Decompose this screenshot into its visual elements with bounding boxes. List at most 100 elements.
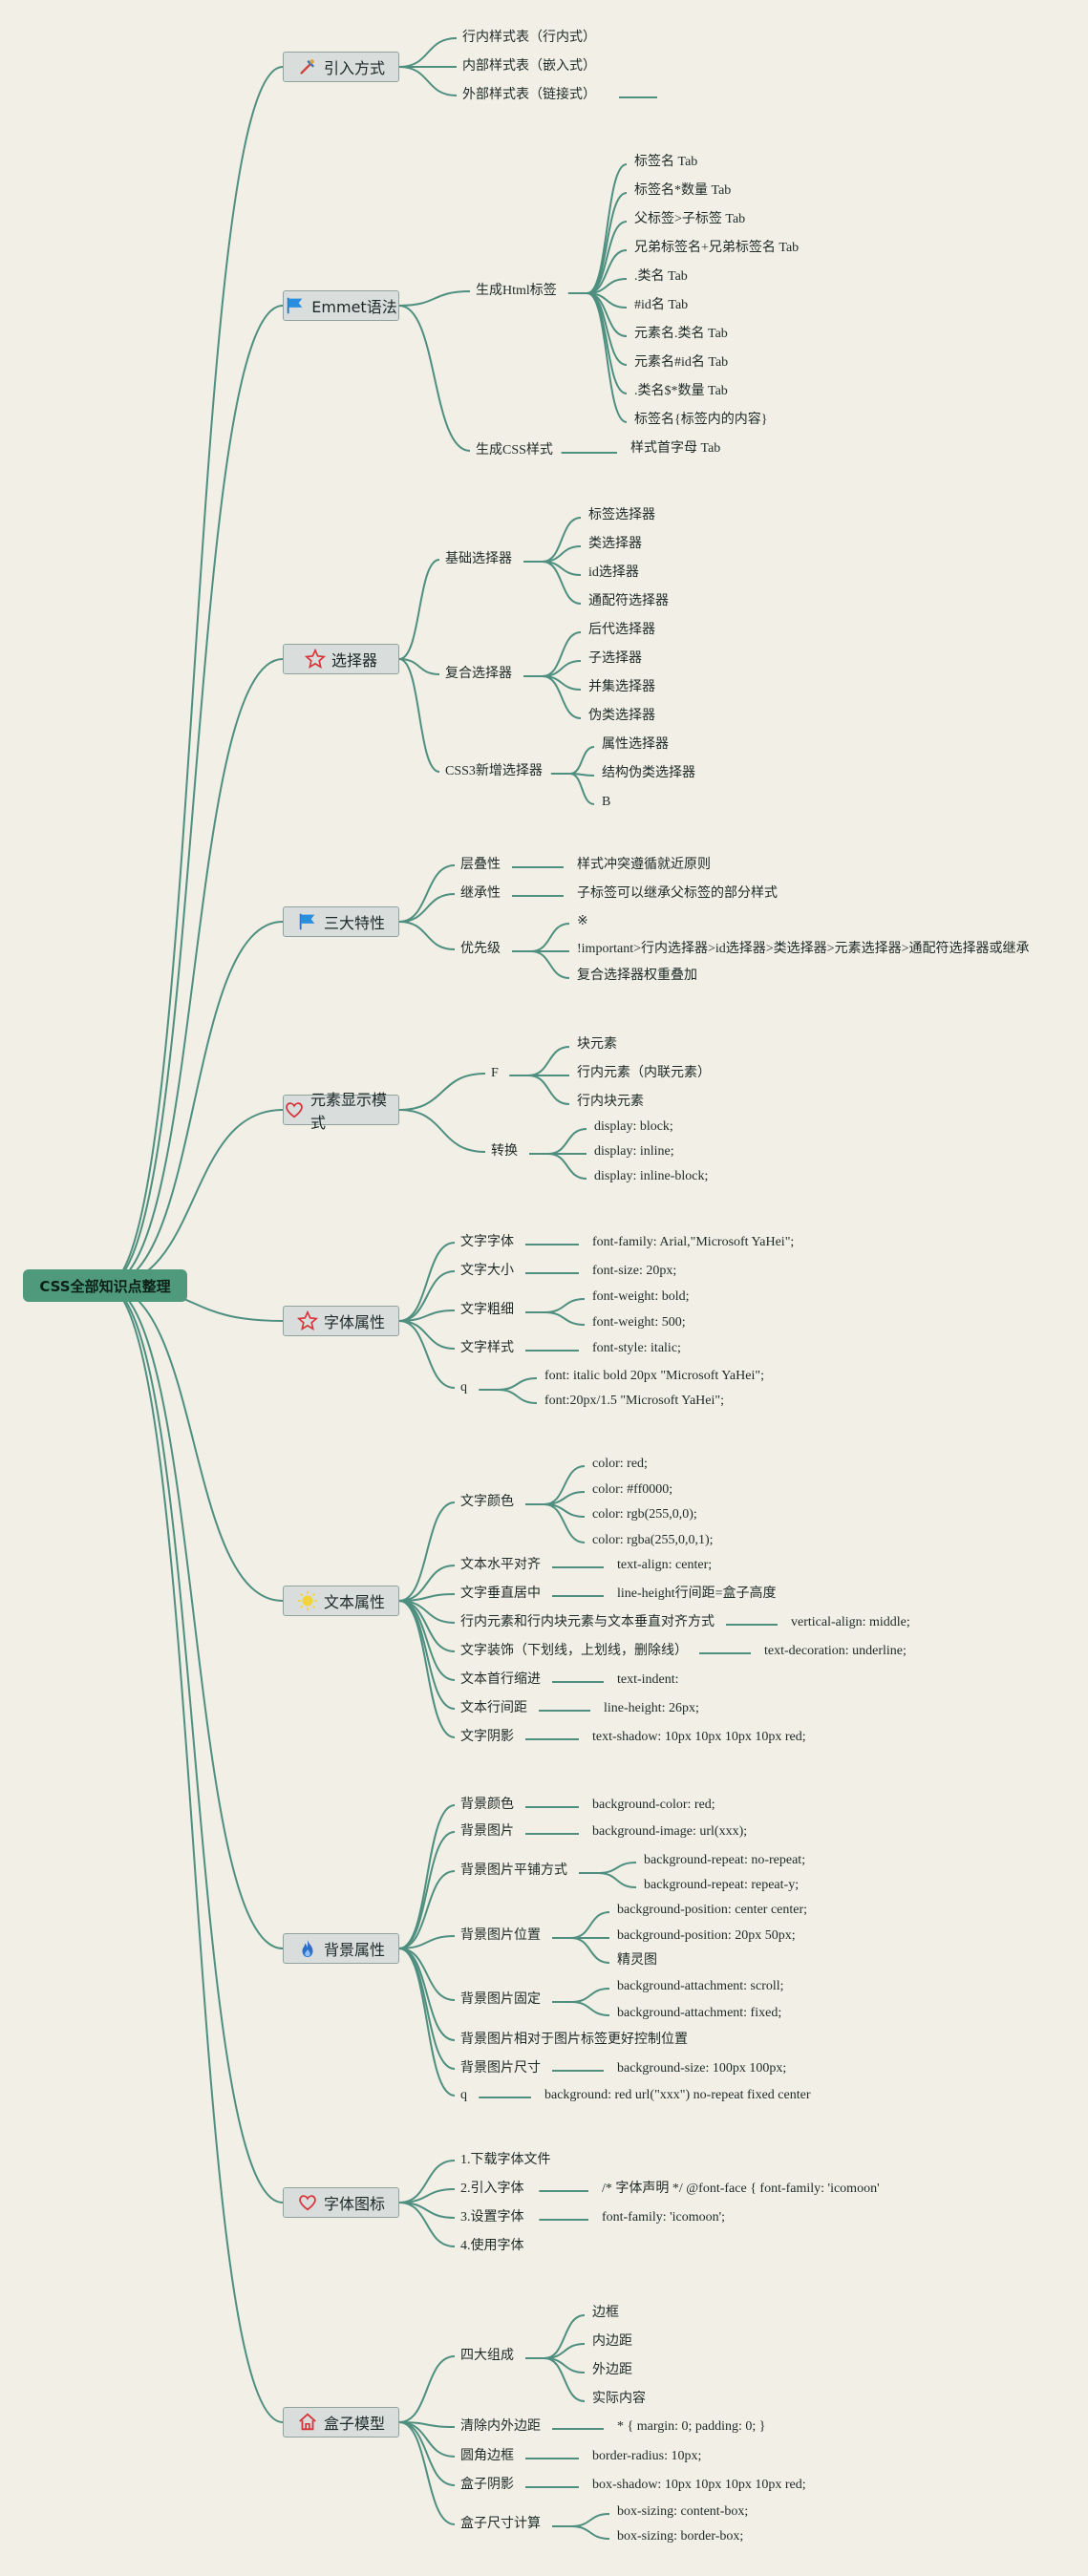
topic-node[interactable]: 文本属性	[283, 1586, 399, 1616]
subtopic-node[interactable]: 1.下载字体文件	[460, 2153, 551, 2167]
leaf-node[interactable]: 实际内容	[592, 2392, 646, 2406]
leaf-node[interactable]: 子选择器	[588, 651, 642, 666]
subtopic-node[interactable]: 转换	[491, 1144, 518, 1159]
leaf-node[interactable]: 标签名 Tab	[634, 155, 698, 169]
leaf-node[interactable]: font-weight: 500;	[592, 1315, 686, 1330]
leaf-node[interactable]: ※	[577, 914, 588, 928]
leaf-node[interactable]: 复合选择器权重叠加	[577, 969, 697, 983]
leaf-node[interactable]: 行内块元素	[577, 1095, 644, 1109]
leaf-node[interactable]: 内部样式表（嵌入式）	[462, 59, 596, 74]
leaf-node[interactable]: 标签选择器	[588, 508, 655, 522]
leaf-node[interactable]: font-style: italic;	[592, 1341, 681, 1355]
leaf-node[interactable]: 行内样式表（行内式）	[462, 31, 596, 45]
leaf-node[interactable]: 元素名#id名 Tab	[634, 355, 729, 370]
subtopic-node[interactable]: 生成CSS样式	[476, 443, 553, 458]
leaf-node[interactable]: 兄弟标签名+兄弟标签名 Tab	[634, 241, 800, 255]
subtopic-node[interactable]: F	[491, 1066, 499, 1080]
leaf-node[interactable]: color: red;	[592, 1457, 648, 1471]
leaf-node[interactable]: display: inline-block;	[594, 1169, 709, 1183]
leaf-node[interactable]: .类名 Tab	[634, 269, 688, 284]
leaf-node[interactable]: line-height行间距=盒子高度	[617, 1586, 777, 1601]
subtopic-node[interactable]: 优先级	[460, 942, 501, 956]
leaf-node[interactable]: text-align: center;	[617, 1558, 713, 1572]
leaf-node[interactable]: 样式冲突遵循就近原则	[577, 858, 711, 872]
leaf-node[interactable]: box-sizing: border-box;	[617, 2529, 744, 2544]
subtopic-node[interactable]: 盒子阴影	[460, 2478, 514, 2492]
subtopic-node[interactable]: 文字装饰（下划线，上划线，删除线）	[460, 1644, 688, 1658]
subtopic-node[interactable]: 背景颜色	[460, 1798, 514, 1812]
leaf-node[interactable]: 精灵图	[617, 1953, 657, 1968]
leaf-node[interactable]: box-sizing: content-box;	[617, 2504, 749, 2519]
subtopic-node[interactable]: 4.使用字体	[460, 2239, 524, 2253]
leaf-node[interactable]: 内边距	[592, 2334, 632, 2349]
subtopic-node[interactable]: 清除内外边距	[460, 2419, 541, 2434]
leaf-node[interactable]: 边框	[592, 2306, 619, 2320]
leaf-node[interactable]: background-image: url(xxx);	[592, 1824, 748, 1839]
leaf-node[interactable]: font-weight: bold;	[592, 1289, 690, 1304]
subtopic-node[interactable]: 文本行间距	[460, 1701, 527, 1715]
leaf-node[interactable]: 元素名.类名 Tab	[634, 327, 728, 341]
subtopic-node[interactable]: 文字样式	[460, 1341, 514, 1355]
leaf-node[interactable]: background: red url("xxx") no-repeat fix…	[544, 2088, 811, 2102]
leaf-node[interactable]: 行内元素（内联元素）	[577, 1066, 711, 1080]
subtopic-node[interactable]: 复合选择器	[445, 667, 512, 681]
subtopic-node[interactable]: 背景图片相对于图片标签更好控制位置	[460, 2033, 688, 2047]
subtopic-node[interactable]: 文本首行缩进	[460, 1672, 541, 1687]
leaf-node[interactable]: 子标签可以继承父标签的部分样式	[577, 886, 778, 901]
leaf-node[interactable]: 类选择器	[588, 537, 642, 551]
subtopic-node[interactable]: 文字阴影	[460, 1730, 514, 1744]
topic-node[interactable]: 字体属性	[283, 1306, 399, 1336]
leaf-node[interactable]: font-family: Arial,"Microsoft YaHei";	[592, 1235, 795, 1249]
subtopic-node[interactable]: 3.设置字体	[460, 2210, 524, 2225]
subtopic-node[interactable]: 文字颜色	[460, 1495, 514, 1509]
root-node[interactable]: CSS全部知识点整理	[23, 1269, 187, 1302]
subtopic-node[interactable]: 层叠性	[460, 858, 501, 872]
topic-node[interactable]: 引入方式	[283, 52, 399, 82]
leaf-node[interactable]: background-position: 20px 50px;	[617, 1928, 796, 1943]
leaf-node[interactable]: 标签名*数量 Tab	[634, 183, 732, 198]
leaf-node[interactable]: 标签名{标签内的内容}	[634, 413, 768, 427]
subtopic-node[interactable]: 2.引入字体	[460, 2182, 524, 2196]
subtopic-node[interactable]: 行内元素和行内块元素与文本垂直对齐方式	[460, 1615, 715, 1629]
leaf-node[interactable]: * { margin: 0; padding: 0; }	[617, 2419, 766, 2434]
leaf-node[interactable]: 块元素	[577, 1037, 617, 1052]
leaf-node[interactable]: background-attachment: fixed;	[617, 2006, 782, 2020]
leaf-node[interactable]: font:20px/1.5 "Microsoft YaHei";	[544, 1394, 724, 1408]
leaf-node[interactable]: text-indent:	[617, 1672, 679, 1687]
subtopic-node[interactable]: 文本水平对齐	[460, 1558, 541, 1572]
leaf-node[interactable]: color: rgb(255,0,0);	[592, 1507, 697, 1522]
subtopic-node[interactable]: CSS3新增选择器	[445, 764, 543, 778]
subtopic-node[interactable]: 文字字体	[460, 1235, 514, 1249]
topic-node[interactable]: 元素显示模式	[283, 1091, 399, 1132]
leaf-node[interactable]: background-position: center center;	[617, 1903, 808, 1917]
leaf-node[interactable]: display: inline;	[594, 1144, 674, 1159]
leaf-node[interactable]: 结构伪类选择器	[602, 766, 695, 780]
subtopic-node[interactable]: 文字粗细	[460, 1303, 514, 1317]
subtopic-node[interactable]: q	[460, 1380, 467, 1394]
subtopic-node[interactable]: 盒子尺寸计算	[460, 2517, 541, 2531]
leaf-node[interactable]: id选择器	[588, 565, 639, 580]
leaf-node[interactable]: 属性选择器	[602, 737, 669, 752]
subtopic-node[interactable]: 四大组成	[460, 2349, 514, 2363]
subtopic-node[interactable]: 继承性	[460, 886, 501, 901]
leaf-node[interactable]: font-size: 20px;	[592, 1264, 677, 1278]
leaf-node[interactable]: 外边距	[592, 2363, 632, 2377]
leaf-node[interactable]: border-radius: 10px;	[592, 2449, 702, 2463]
topic-node[interactable]: 背景属性	[283, 1933, 399, 1964]
leaf-node[interactable]: color: rgba(255,0,0,1);	[592, 1533, 714, 1547]
leaf-node[interactable]: 样式首字母 Tab	[630, 441, 721, 456]
leaf-node[interactable]: font: italic bold 20px "Microsoft YaHei"…	[544, 1369, 764, 1383]
leaf-node[interactable]: .类名$*数量 Tab	[634, 384, 728, 398]
leaf-node[interactable]: 后代选择器	[588, 623, 655, 637]
leaf-node[interactable]: background-repeat: repeat-y;	[644, 1878, 800, 1892]
leaf-node[interactable]: display: block;	[594, 1119, 673, 1134]
topic-node[interactable]: 选择器	[283, 644, 399, 674]
subtopic-node[interactable]: 文字大小	[460, 1264, 514, 1278]
leaf-node[interactable]: 并集选择器	[588, 680, 655, 694]
leaf-node[interactable]: background-attachment: scroll;	[617, 1979, 784, 1993]
leaf-node[interactable]: background-repeat: no-repeat;	[644, 1853, 806, 1867]
leaf-node[interactable]: line-height: 26px;	[604, 1701, 699, 1715]
subtopic-node[interactable]: 文字垂直居中	[460, 1586, 541, 1601]
subtopic-node[interactable]: 背景图片固定	[460, 1992, 541, 2007]
topic-node[interactable]: Emmet语法	[283, 290, 399, 321]
